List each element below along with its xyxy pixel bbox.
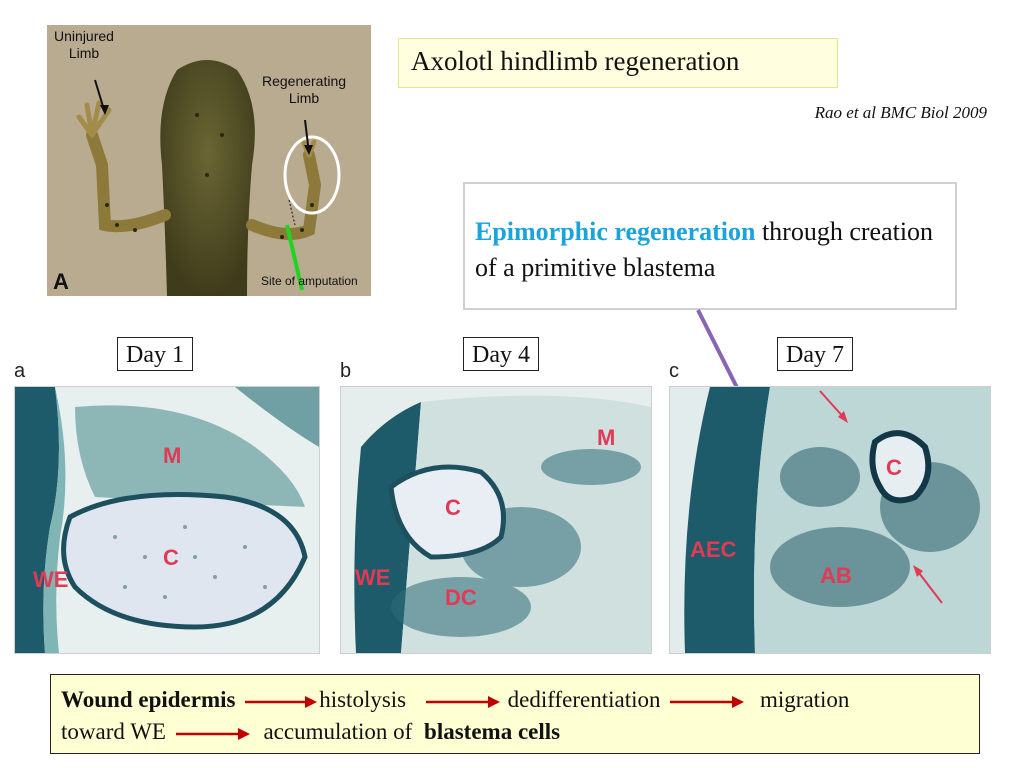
photo-panel-letter: A	[53, 269, 69, 294]
flow-step-toward-we: toward WE	[61, 719, 166, 744]
process-flow-box: Wound epidermis histolysis dedifferentia…	[50, 674, 980, 754]
uninjured-limb-label: Uninjured Limb	[54, 28, 114, 61]
histology-day1: M C WE	[14, 386, 320, 654]
slide-title: Axolotl hindlimb regeneration	[398, 38, 838, 88]
epimorphic-rest: through creation of a primitive blastema	[475, 217, 934, 282]
regenerating-limb-label: Regenerating Limb	[261, 73, 347, 106]
label-cartilage: C	[886, 455, 902, 480]
flow-arrow-icon	[670, 695, 745, 708]
process-flow-line-2: toward WE accumulation of blastema cells	[61, 716, 969, 748]
label-muscle: M	[597, 425, 616, 450]
flow-arrow-icon	[175, 727, 250, 740]
epimorphic-callout: Epimorphic regeneration through creation…	[463, 182, 957, 310]
flow-arrow-icon	[425, 695, 500, 708]
flow-step-dedifferentiation: dedifferentiation	[507, 687, 661, 712]
label-wound-epidermis: WE	[33, 567, 69, 592]
process-flow-line-1: Wound epidermis histolysis dedifferentia…	[61, 684, 969, 716]
label-muscle: M	[163, 443, 182, 468]
label-accumulated-blastema: AB	[820, 563, 852, 588]
axolotl-photo: Uninjured Limb Regenerating Limb Site of…	[47, 25, 371, 296]
flow-step-accumulation: accumulation of	[263, 719, 413, 744]
day4-label: Day 4	[463, 337, 539, 371]
histology-day7-image	[670, 387, 990, 653]
histology-day1-image	[15, 387, 319, 653]
label-dedifferentiated-cells: DC	[445, 585, 477, 610]
label-cartilage: C	[445, 495, 461, 520]
histology-day4-image	[341, 387, 651, 653]
flow-step-migration: migration	[760, 687, 850, 712]
amputation-site-label: Site of amputation	[261, 274, 358, 288]
day1-label: Day 1	[117, 337, 193, 371]
histology-day7: C AEC AB	[669, 386, 991, 654]
panel-letter-a: a	[14, 360, 26, 382]
flow-step-wound-epidermis: Wound epidermis	[61, 687, 236, 712]
axolotl-illustration	[47, 25, 371, 296]
flow-arrow-icon	[245, 695, 318, 708]
panel-letter-c: c	[669, 360, 679, 382]
day7-label: Day 7	[777, 337, 853, 371]
flow-step-blastema-cells: blastema cells	[424, 719, 561, 744]
label-apical-epithelial-cap: AEC	[690, 537, 737, 562]
epimorphic-highlight: Epimorphic regeneration	[475, 217, 756, 246]
label-cartilage: C	[163, 545, 179, 570]
label-wound-epidermis: WE	[355, 565, 391, 590]
citation: Rao et al BMC Biol 2009	[814, 103, 987, 122]
flow-step-histolysis: histolysis	[319, 687, 407, 712]
histology-day4: M C WE DC	[340, 386, 652, 654]
panel-letter-b: b	[340, 360, 352, 382]
